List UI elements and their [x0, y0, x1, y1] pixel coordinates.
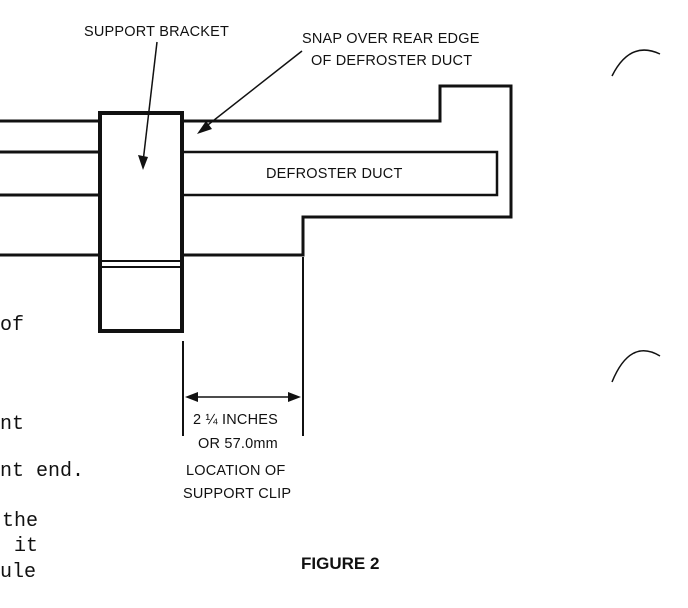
- defroster-duct-label: DEFROSTER DUCT: [266, 166, 403, 182]
- body-text-fragment-2: nt: [0, 413, 24, 436]
- figure-caption: FIGURE 2: [301, 554, 379, 573]
- body-text-fragment-5: it: [14, 535, 38, 558]
- binder-hole-arc-top: [611, 49, 661, 77]
- binder-hole-arc-bottom: [611, 350, 661, 383]
- snap-over-leader: [203, 50, 303, 129]
- dimension-arrow-right: [288, 392, 301, 402]
- body-text-fragment-3: nt end.: [0, 460, 84, 483]
- body-text-fragment-4: the: [2, 510, 38, 533]
- support-bracket-label: SUPPORT BRACKET: [84, 24, 229, 40]
- dimension-label-line1: 2 ¼ INCHES: [193, 412, 278, 428]
- housing-outline: [182, 84, 513, 257]
- location-label-line1: LOCATION OF: [186, 463, 285, 479]
- location-label-line2: SUPPORT CLIP: [183, 486, 291, 502]
- support-bracket: [98, 111, 184, 333]
- support-bracket-leader: [142, 41, 158, 163]
- dimension-label-line2: OR 57.0mm: [198, 436, 278, 452]
- body-text-fragment-6: ule: [0, 561, 36, 584]
- support-bracket-arrowhead: [138, 155, 148, 170]
- snap-over-label-line2: OF DEFROSTER DUCT: [311, 53, 472, 69]
- dimension-arrow-left: [185, 392, 198, 402]
- snap-over-label-line1: SNAP OVER REAR EDGE: [302, 31, 480, 47]
- snap-over-arrowhead: [197, 121, 212, 134]
- body-text-fragment-1: of: [0, 314, 24, 337]
